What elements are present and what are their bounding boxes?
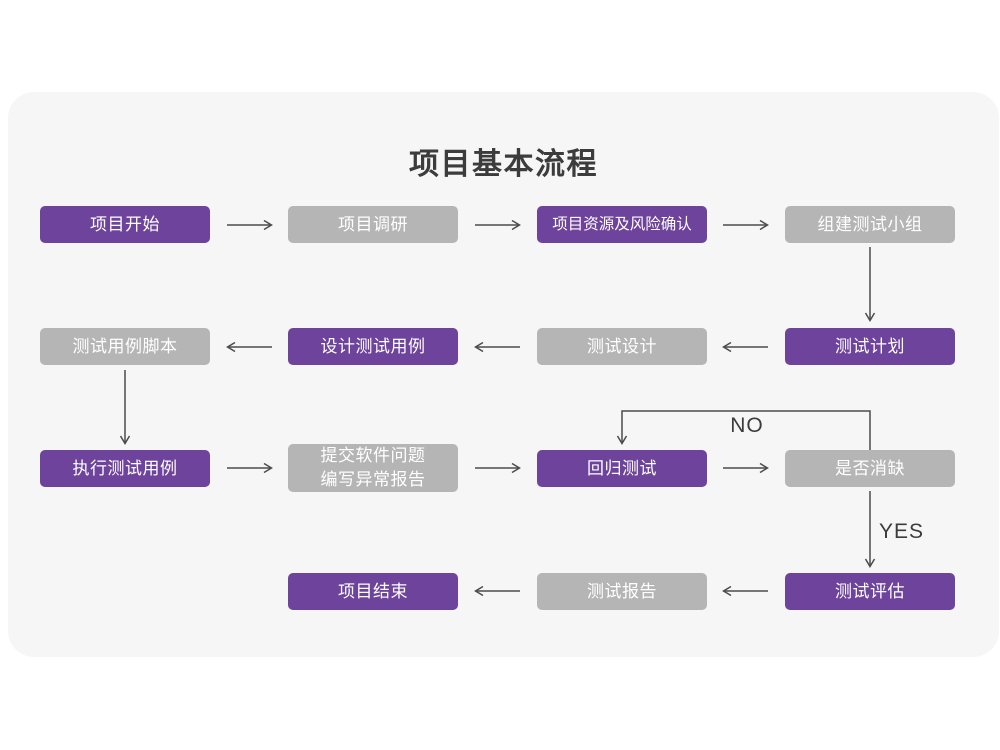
node-execute-test-case: 执行测试用例: [40, 450, 210, 487]
flowchart-card: [8, 92, 999, 657]
edge-label-yes: YES: [879, 520, 925, 543]
node-project-research: 项目调研: [288, 206, 458, 243]
node-project-start: 项目开始: [40, 206, 210, 243]
node-build-test-team: 组建测试小组: [785, 206, 955, 243]
node-project-end: 项目结束: [288, 573, 458, 610]
node-test-plan: 测试计划: [785, 328, 955, 365]
node-test-report: 测试报告: [537, 573, 707, 610]
node-resource-risk-confirm: 项目资源及风险确认: [537, 206, 707, 243]
diagram-title: 项目基本流程: [409, 148, 598, 181]
node-submit-issue-report: 提交软件问题 编写异常报告: [288, 444, 458, 492]
node-regression-test: 回归测试: [537, 450, 707, 487]
node-test-evaluation: 测试评估: [785, 573, 955, 610]
node-defect-eliminated: 是否消缺: [785, 450, 955, 487]
node-design-test-case: 设计测试用例: [288, 328, 458, 365]
edge-label-no: NO: [730, 414, 764, 437]
node-test-design: 测试设计: [537, 328, 707, 365]
node-test-case-script: 测试用例脚本: [40, 328, 210, 365]
